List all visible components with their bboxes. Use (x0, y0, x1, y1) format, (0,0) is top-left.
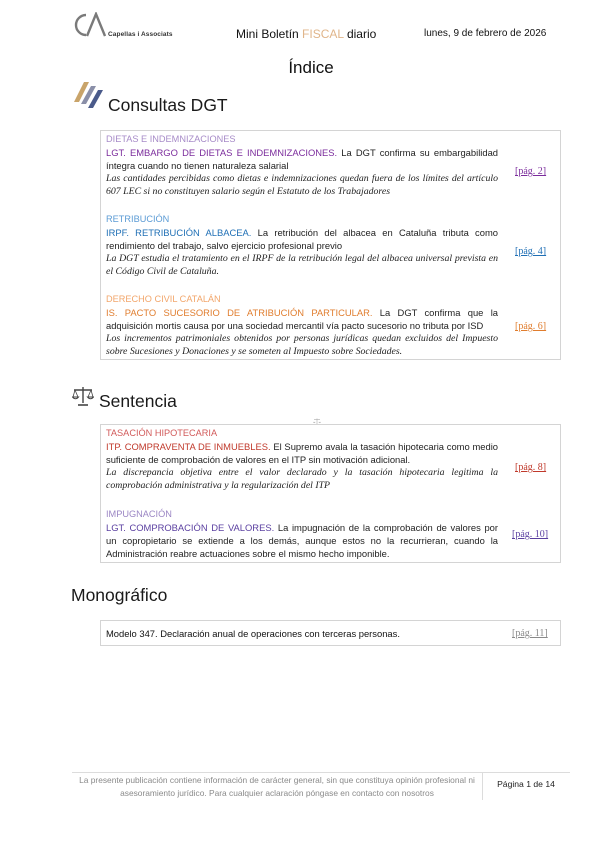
entry-category: DIETAS E INDEMNIZACIONES (106, 134, 236, 144)
entry-summary: La DGT estudia el tratamiento en el IRPF… (106, 253, 498, 277)
entry-summary: La discrepancia objetiva entre el valor … (106, 467, 498, 491)
monografico-box (100, 620, 561, 646)
entry-headline[interactable]: LGT. EMBARGO DE DIETAS E INDEMNIZACIONES… (106, 147, 338, 158)
monografico-item[interactable]: Modelo 347. Declaración anual de operaci… (106, 628, 400, 639)
scales-of-justice-icon (312, 413, 322, 425)
entry-category: IMPUGNACIÓN (106, 509, 172, 519)
consultas-box (100, 130, 561, 360)
list-item: IMPUGNACIÓN LGT. COMPROBACIÓN DE VALORES… (106, 508, 498, 560)
entry-headline[interactable]: IRPF. RETRIBUCIÓN ALBACEA. (106, 227, 252, 238)
scales-of-justice-icon (71, 386, 95, 406)
entry-text: La impugnación de la comprobación de val… (106, 522, 498, 559)
page-number: Página 1 de 14 (497, 779, 555, 789)
bulletin-title-suffix: diario (343, 27, 377, 41)
brand-name: Capellas i Associats (108, 31, 173, 38)
entry-text: La retribución del albacea en Cataluña t… (106, 227, 498, 251)
sentencia-box (100, 424, 561, 563)
section-title-consultas: Consultas DGT (108, 95, 228, 115)
page-link[interactable]: [pág. 8] (515, 462, 547, 473)
bulletin-title: Mini Boletín FISCAL diario (236, 27, 376, 41)
page-link[interactable]: [pág. 11] (512, 628, 548, 639)
entry-headline[interactable]: IS. PACTO SUCESORIO DE ATRIBUCIÓN PARTIC… (106, 307, 373, 318)
page-link[interactable]: [pág. 2] (515, 166, 547, 177)
agencia-tributaria-icon (72, 80, 104, 110)
page-link[interactable]: [pág. 6] (515, 321, 547, 332)
entry-category: RETRIBUCIÓN (106, 214, 170, 224)
entry-category: TASACIÓN HIPOTECARIA (106, 428, 218, 438)
entry-text: La DGT confirma su embargabilidad íntegr… (106, 147, 499, 171)
section-title-monografico: Monográfico (71, 585, 168, 605)
entry-text: La DGT confirma que la adquisición morti… (106, 307, 498, 331)
list-item: DIETAS E INDEMNIZACIONES LGT. EMBARGO DE… (106, 133, 498, 198)
brand-logo-icon (72, 10, 107, 38)
page-link[interactable]: [pág. 10] (512, 529, 549, 540)
footer-divider (72, 772, 570, 773)
entry-summary: Las cantidades percibidas como dietas e … (106, 173, 498, 197)
bulletin-title-highlight: FISCAL (302, 27, 344, 41)
entry-text: El Supremo avala la tasación hipotecaria… (106, 441, 498, 465)
entry-category: DERECHO CIVIL CATALÁN (106, 294, 221, 304)
entry-summary: Los incrementos patrimoniales obtenidos … (106, 333, 498, 357)
bulletin-date: lunes, 9 de febrero de 2026 (424, 28, 547, 39)
list-item: TASACIÓN HIPOTECARIA ITP. COMPRAVENTA DE… (106, 427, 498, 492)
list-item: DERECHO CIVIL CATALÁN IS. PACTO SUCESORI… (106, 293, 498, 358)
entry-headline[interactable]: ITP. COMPRAVENTA DE INMUEBLES. (106, 441, 271, 452)
index-title: Índice (288, 58, 334, 77)
entry-headline[interactable]: LGT. COMPROBACIÓN DE VALORES. (106, 522, 275, 533)
section-title-sentencia: Sentencia (99, 391, 177, 411)
bulletin-title-prefix: Mini Boletín (236, 27, 303, 41)
footer-disclaimer: La presente publicación contiene informa… (79, 775, 475, 798)
list-item: RETRIBUCIÓN IRPF. RETRIBUCIÓN ALBACEA. L… (106, 213, 498, 278)
footer-divider-vertical (482, 772, 483, 800)
page-link[interactable]: [pág. 4] (515, 246, 547, 257)
